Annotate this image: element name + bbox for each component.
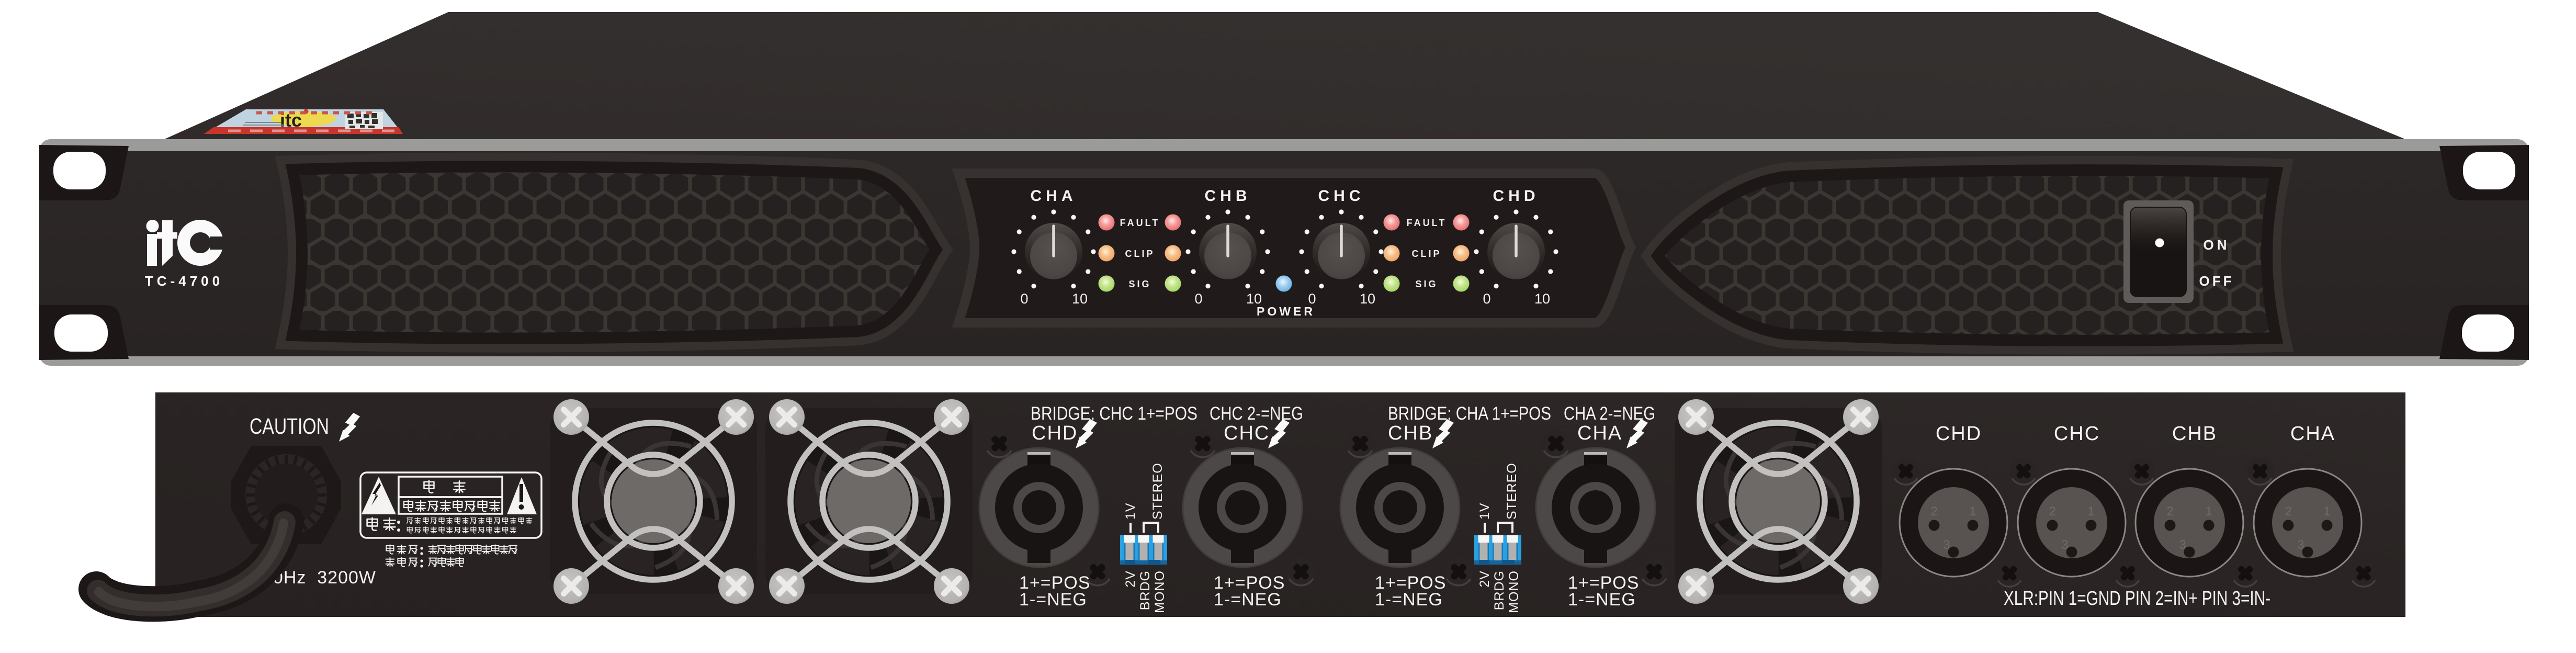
svg-text:3: 3: [2061, 538, 2068, 552]
svg-text:CHC 2-=NEG: CHC 2-=NEG: [1210, 403, 1303, 424]
svg-text:1: 1: [2087, 504, 2094, 519]
svg-text:CHC: CHC: [1318, 187, 1365, 205]
svg-text:STEREO: STEREO: [1150, 463, 1165, 520]
svg-text:CHB: CHB: [2172, 423, 2217, 445]
svg-text:SIG: SIG: [1128, 279, 1151, 289]
svg-text:XLR:PIN 1=GND PIN 2=IN+ PIN 3=: XLR:PIN 1=GND PIN 2=IN+ PIN 3=IN-: [2004, 588, 2270, 610]
svg-text:CHA: CHA: [1577, 422, 1622, 444]
svg-text:1+=POS: 1+=POS: [1214, 573, 1285, 593]
svg-text:OFF: OFF: [2199, 273, 2234, 289]
svg-text:2: 2: [2166, 504, 2173, 519]
svg-text:CHA: CHA: [2290, 423, 2335, 445]
svg-text:1-=NEG: 1-=NEG: [1214, 590, 1282, 610]
svg-text:10: 10: [1534, 291, 1550, 307]
svg-text:STEREO: STEREO: [1505, 463, 1519, 520]
svg-text:BRDG: BRDG: [1138, 570, 1153, 610]
svg-text:CHB: CHB: [1388, 422, 1433, 444]
svg-text:1: 1: [2205, 504, 2212, 519]
svg-text:0: 0: [1020, 291, 1028, 307]
svg-text:0: 0: [1308, 291, 1316, 307]
svg-text:10: 10: [1360, 291, 1375, 307]
svg-text:10: 10: [1246, 291, 1262, 307]
svg-text:2: 2: [2285, 504, 2291, 519]
svg-text:CHC: CHC: [2054, 423, 2100, 445]
svg-text:1: 1: [1969, 504, 1976, 519]
svg-text:CHD: CHD: [1936, 423, 1982, 445]
svg-text:1V: 1V: [1123, 502, 1138, 520]
svg-text:BRIDGE: CHA 1+=POS: BRIDGE: CHA 1+=POS: [1388, 403, 1551, 424]
svg-text:TC-4700: TC-4700: [145, 273, 223, 289]
svg-text:1-=NEG: 1-=NEG: [1019, 590, 1087, 610]
svg-text:CHB: CHB: [1205, 187, 1251, 205]
svg-text:2V: 2V: [1123, 570, 1138, 588]
svg-text:ON: ON: [2204, 237, 2230, 253]
svg-text:MONO: MONO: [1153, 570, 1167, 613]
svg-text:CLIP: CLIP: [1125, 249, 1155, 259]
svg-text:CAUTION: CAUTION: [250, 414, 329, 439]
svg-text:BRDG: BRDG: [1492, 570, 1507, 610]
svg-text:3: 3: [1943, 538, 1950, 552]
svg-text:FAULT: FAULT: [1407, 218, 1447, 228]
svg-text:10: 10: [1072, 291, 1088, 307]
svg-text:0: 0: [1483, 291, 1490, 307]
svg-text:1-=NEG: 1-=NEG: [1375, 590, 1443, 610]
svg-text:1+=POS: 1+=POS: [1568, 573, 1639, 593]
svg-text:BRIDGE: CHC 1+=POS: BRIDGE: CHC 1+=POS: [1031, 403, 1197, 424]
svg-text:CHA 2-=NEG: CHA 2-=NEG: [1564, 403, 1655, 424]
svg-text:3: 3: [2297, 538, 2304, 552]
svg-text:3: 3: [2179, 538, 2186, 552]
svg-text:MONO: MONO: [1507, 570, 1521, 613]
svg-text:2V: 2V: [1477, 570, 1492, 588]
svg-text:CLIP: CLIP: [1411, 249, 1441, 259]
svg-text:CHC: CHC: [1224, 422, 1270, 444]
svg-text:1+=POS: 1+=POS: [1019, 573, 1090, 593]
svg-text:2: 2: [1930, 504, 1937, 519]
svg-text:SIG: SIG: [1415, 279, 1438, 289]
svg-text:1+=POS: 1+=POS: [1375, 573, 1446, 593]
svg-text:0: 0: [1194, 291, 1202, 307]
svg-text:2: 2: [2049, 504, 2055, 519]
svg-text:CHD: CHD: [1493, 187, 1540, 205]
svg-text:POWER: POWER: [1257, 305, 1315, 318]
svg-text:1V: 1V: [1477, 502, 1492, 520]
svg-text:CHA: CHA: [1031, 187, 1077, 205]
svg-text:1: 1: [2323, 504, 2330, 519]
svg-text:1-=NEG: 1-=NEG: [1568, 590, 1636, 610]
svg-text:FAULT: FAULT: [1120, 218, 1160, 228]
svg-text:CHD: CHD: [1032, 422, 1078, 444]
